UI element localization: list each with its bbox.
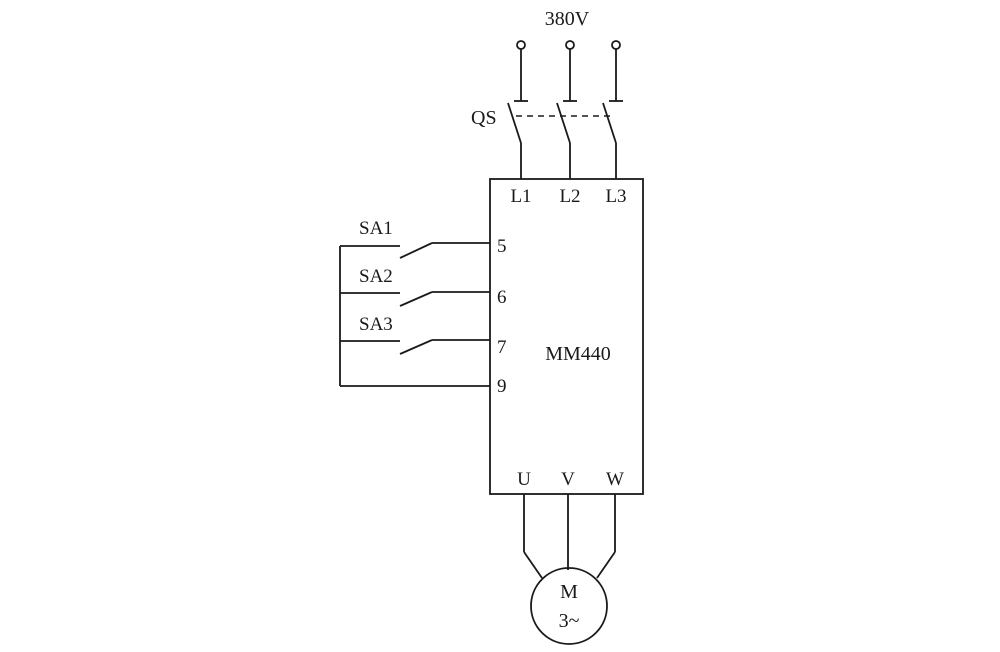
supply-voltage-label: 380V <box>545 8 590 30</box>
motor-circle <box>530 567 608 645</box>
motor-label: M <box>560 581 578 603</box>
terminal-w: W <box>606 469 624 490</box>
terminal-u: U <box>517 469 531 490</box>
inverter-box <box>489 178 644 495</box>
terminal-l3: L3 <box>605 186 626 207</box>
inverter-model: MM440 <box>545 343 611 365</box>
terminal-9: 9 <box>497 376 507 397</box>
control-wiring <box>339 242 490 387</box>
switch-sa2-label: SA2 <box>359 266 393 287</box>
switch-sa3 <box>340 339 490 355</box>
supply-terminal-l2 <box>565 40 575 50</box>
terminal-l2: L2 <box>559 186 580 207</box>
supply-terminal-l3 <box>611 40 621 50</box>
supply-terminals <box>516 40 621 50</box>
switch-sa1-label: SA1 <box>359 218 393 239</box>
motor-wiring <box>523 494 616 579</box>
switch-sa3-label: SA3 <box>359 314 393 335</box>
terminal-v: V <box>561 469 575 490</box>
terminal-7: 7 <box>497 337 507 358</box>
breaker-qs <box>507 49 623 179</box>
breaker-label: QS <box>471 107 497 129</box>
supply-terminal-l1 <box>516 40 526 50</box>
terminal-l1: L1 <box>510 186 531 207</box>
switch-sa2 <box>340 291 490 307</box>
switch-sa1 <box>340 242 490 259</box>
motor-phase: 3~ <box>559 610 580 632</box>
terminal-5: 5 <box>497 236 507 257</box>
terminal-6: 6 <box>497 287 507 308</box>
